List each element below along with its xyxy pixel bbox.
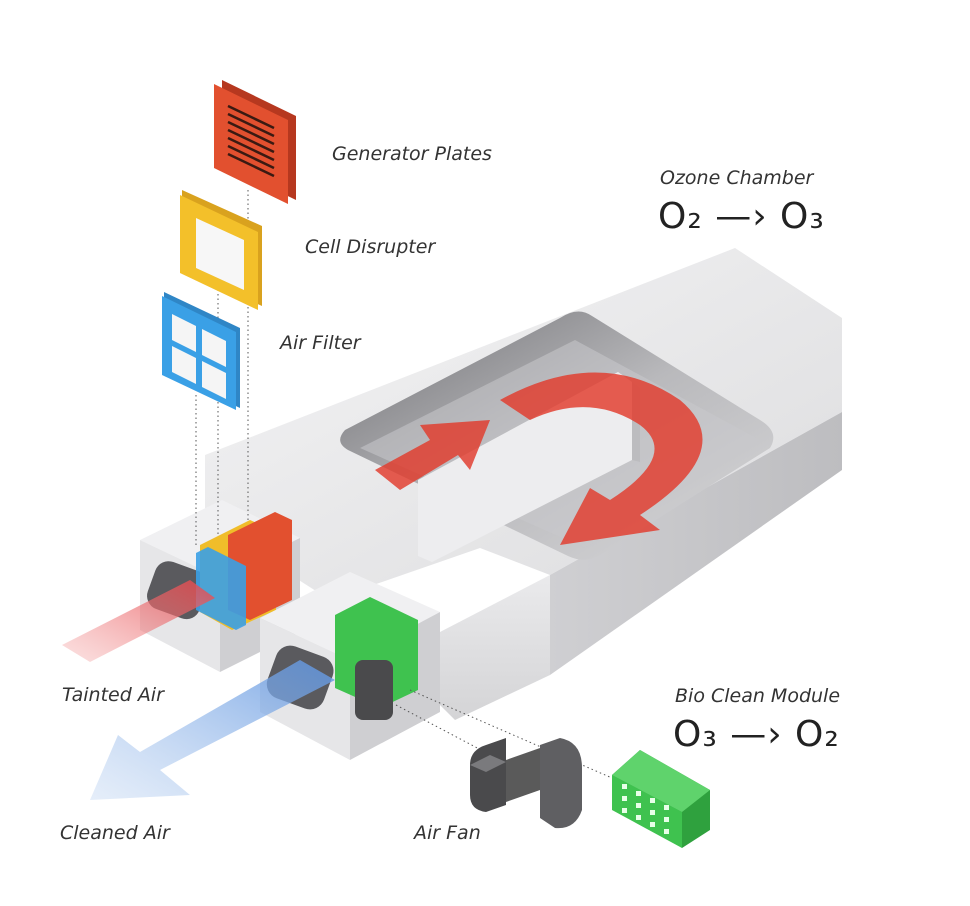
- generator-plates-label: Generator Plates: [332, 143, 492, 165]
- tainted-air-arrow: [62, 580, 215, 662]
- cell-disrupter-icon: [180, 190, 262, 310]
- ozone-formula: O₂ —› O₃: [658, 196, 825, 237]
- bio-formula: O₃ —› O₂: [673, 714, 840, 755]
- air-fan-icon: [470, 738, 582, 829]
- cell-disrupter-label: Cell Disrupter: [305, 236, 436, 258]
- ozone-chamber-label: Ozone Chamber: [660, 167, 814, 189]
- air-filter-icon: [162, 292, 240, 410]
- cleaned-air-label: Cleaned Air: [60, 822, 170, 844]
- bio-clean-module-icon: [612, 750, 710, 848]
- tainted-air-label: Tainted Air: [62, 684, 164, 706]
- cleaned-air-arrow: [90, 660, 335, 800]
- ozone-flow-arrows: [375, 372, 703, 545]
- air-fan-label: Air Fan: [414, 822, 481, 844]
- ozone-chamber-housing: [205, 248, 842, 720]
- bio-clean-module-label: Bio Clean Module: [675, 685, 841, 707]
- generator-plates-icon: [214, 80, 296, 204]
- air-filter-label: Air Filter: [280, 332, 361, 354]
